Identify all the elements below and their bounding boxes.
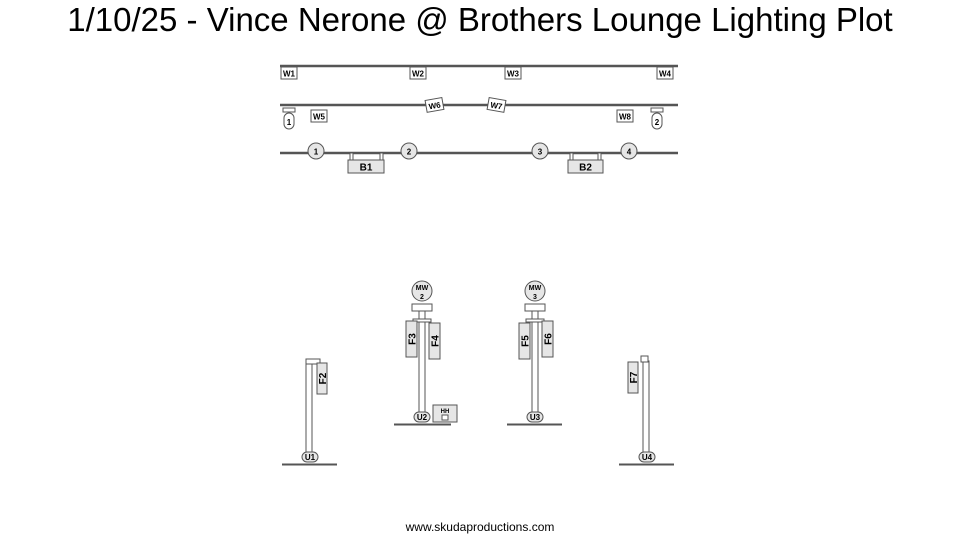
base-label-u3[interactable]: U3 bbox=[526, 411, 544, 423]
fixture-label: F6 bbox=[544, 333, 555, 345]
wash-fixture-w7[interactable]: W7 bbox=[486, 96, 507, 113]
fixture-f2[interactable]: F2 bbox=[316, 362, 329, 395]
wash-fixture-label: W8 bbox=[619, 113, 632, 122]
wash-fixture-label: W2 bbox=[412, 70, 425, 79]
stand-pole bbox=[642, 360, 650, 457]
par-circle-label: 3 bbox=[538, 148, 543, 157]
stand-u4: F7 U4 bbox=[619, 355, 674, 466]
base-label-u2[interactable]: U2 bbox=[413, 411, 431, 423]
stand-u1: F2 U1 bbox=[282, 358, 337, 466]
wash-fixture-w8[interactable]: W8 bbox=[616, 109, 634, 123]
wash-fixture-label: W3 bbox=[507, 70, 520, 79]
moving-head-number: 3 bbox=[533, 294, 537, 301]
moving-head-number: 2 bbox=[420, 294, 424, 301]
wash-fixture-label: W4 bbox=[659, 70, 672, 79]
fixture-f7[interactable]: F7 bbox=[627, 361, 640, 394]
spot-label: 2 bbox=[655, 118, 660, 127]
stand-pole bbox=[305, 360, 313, 457]
wash-fixture-w2[interactable]: W2 bbox=[409, 66, 427, 80]
wash-fixture-w6[interactable]: W6 bbox=[424, 96, 445, 113]
base-label-u1[interactable]: U1 bbox=[301, 451, 319, 463]
fixture-label: F7 bbox=[629, 371, 640, 383]
wash-fixture-w4[interactable]: W4 bbox=[656, 66, 674, 80]
par-circle-3[interactable]: 3 bbox=[531, 142, 549, 160]
base-label: U4 bbox=[642, 453, 653, 462]
base-label: U2 bbox=[417, 413, 428, 422]
fixture-f3[interactable]: F3 bbox=[405, 320, 419, 358]
lightbar-b2[interactable]: B2 bbox=[567, 152, 604, 174]
par-circle-label: 4 bbox=[627, 148, 632, 157]
stand-yoke bbox=[411, 303, 433, 312]
par-circle-1[interactable]: 1 bbox=[307, 142, 325, 160]
wash-fixture-label: W5 bbox=[313, 113, 326, 122]
truss-2: 1 W5 W6 W7 W8 2 bbox=[280, 96, 678, 130]
base-label: U1 bbox=[305, 453, 316, 462]
base-label-u4[interactable]: U4 bbox=[638, 451, 656, 463]
follow-spot-2[interactable]: 2 bbox=[650, 107, 664, 130]
par-circle-label: 2 bbox=[407, 148, 412, 157]
spot-label: 1 bbox=[287, 118, 292, 127]
footer-website: www.skudaproductions.com bbox=[405, 520, 555, 534]
wash-fixture-label: W6 bbox=[428, 100, 442, 111]
wash-fixture-w1[interactable]: W1 bbox=[280, 66, 298, 80]
wash-fixture-w3[interactable]: W3 bbox=[504, 66, 522, 80]
truss-1: W1 W2 W3 W4 bbox=[280, 64, 678, 80]
wash-fixture-label: W7 bbox=[490, 100, 504, 111]
moving-head-mw3[interactable]: MW 3 bbox=[524, 280, 546, 302]
lightbar-label: B1 bbox=[360, 163, 373, 174]
stand-u2: MW 2 F3 F4 U2 HH bbox=[394, 280, 458, 426]
follow-spot-1[interactable]: 1 bbox=[282, 107, 296, 130]
wash-fixture-label: W1 bbox=[283, 70, 296, 79]
hazer-label: HH bbox=[441, 409, 450, 415]
fixture-f6[interactable]: F6 bbox=[541, 320, 555, 358]
lightbar-b1[interactable]: B1 bbox=[347, 152, 385, 174]
par-circle-2[interactable]: 2 bbox=[400, 142, 418, 160]
hazer-box-hh[interactable]: HH bbox=[432, 404, 458, 423]
stand-yoke bbox=[524, 303, 546, 312]
base-label: U3 bbox=[530, 413, 541, 422]
moving-head-mw2[interactable]: MW 2 bbox=[411, 280, 433, 302]
fixture-f5[interactable]: F5 bbox=[518, 322, 532, 360]
stand-arm bbox=[305, 358, 321, 365]
fixture-label: F3 bbox=[408, 333, 419, 345]
plot-title: 1/10/25 - Vince Nerone @ Brothers Lounge… bbox=[67, 1, 893, 38]
lightbar-label: B2 bbox=[579, 163, 592, 174]
wash-fixture-w5[interactable]: W5 bbox=[310, 109, 328, 123]
stand-pole bbox=[418, 309, 426, 414]
par-circle-4[interactable]: 4 bbox=[620, 142, 638, 160]
stand-pole bbox=[531, 309, 539, 414]
fixture-label: F4 bbox=[431, 335, 442, 347]
moving-head-label: MW bbox=[529, 285, 542, 292]
par-circle-label: 1 bbox=[314, 148, 319, 157]
moving-head-label: MW bbox=[416, 285, 429, 292]
stand-cap bbox=[640, 355, 649, 363]
fixture-f4[interactable]: F4 bbox=[428, 322, 442, 360]
stand-crossbar bbox=[525, 318, 545, 323]
stand-u3: MW 3 F5 F6 U3 bbox=[507, 280, 562, 426]
fixture-label: F2 bbox=[318, 372, 329, 384]
truss-3: B1 B2 1 2 3 4 bbox=[280, 142, 678, 174]
fixture-label: F5 bbox=[521, 335, 532, 347]
